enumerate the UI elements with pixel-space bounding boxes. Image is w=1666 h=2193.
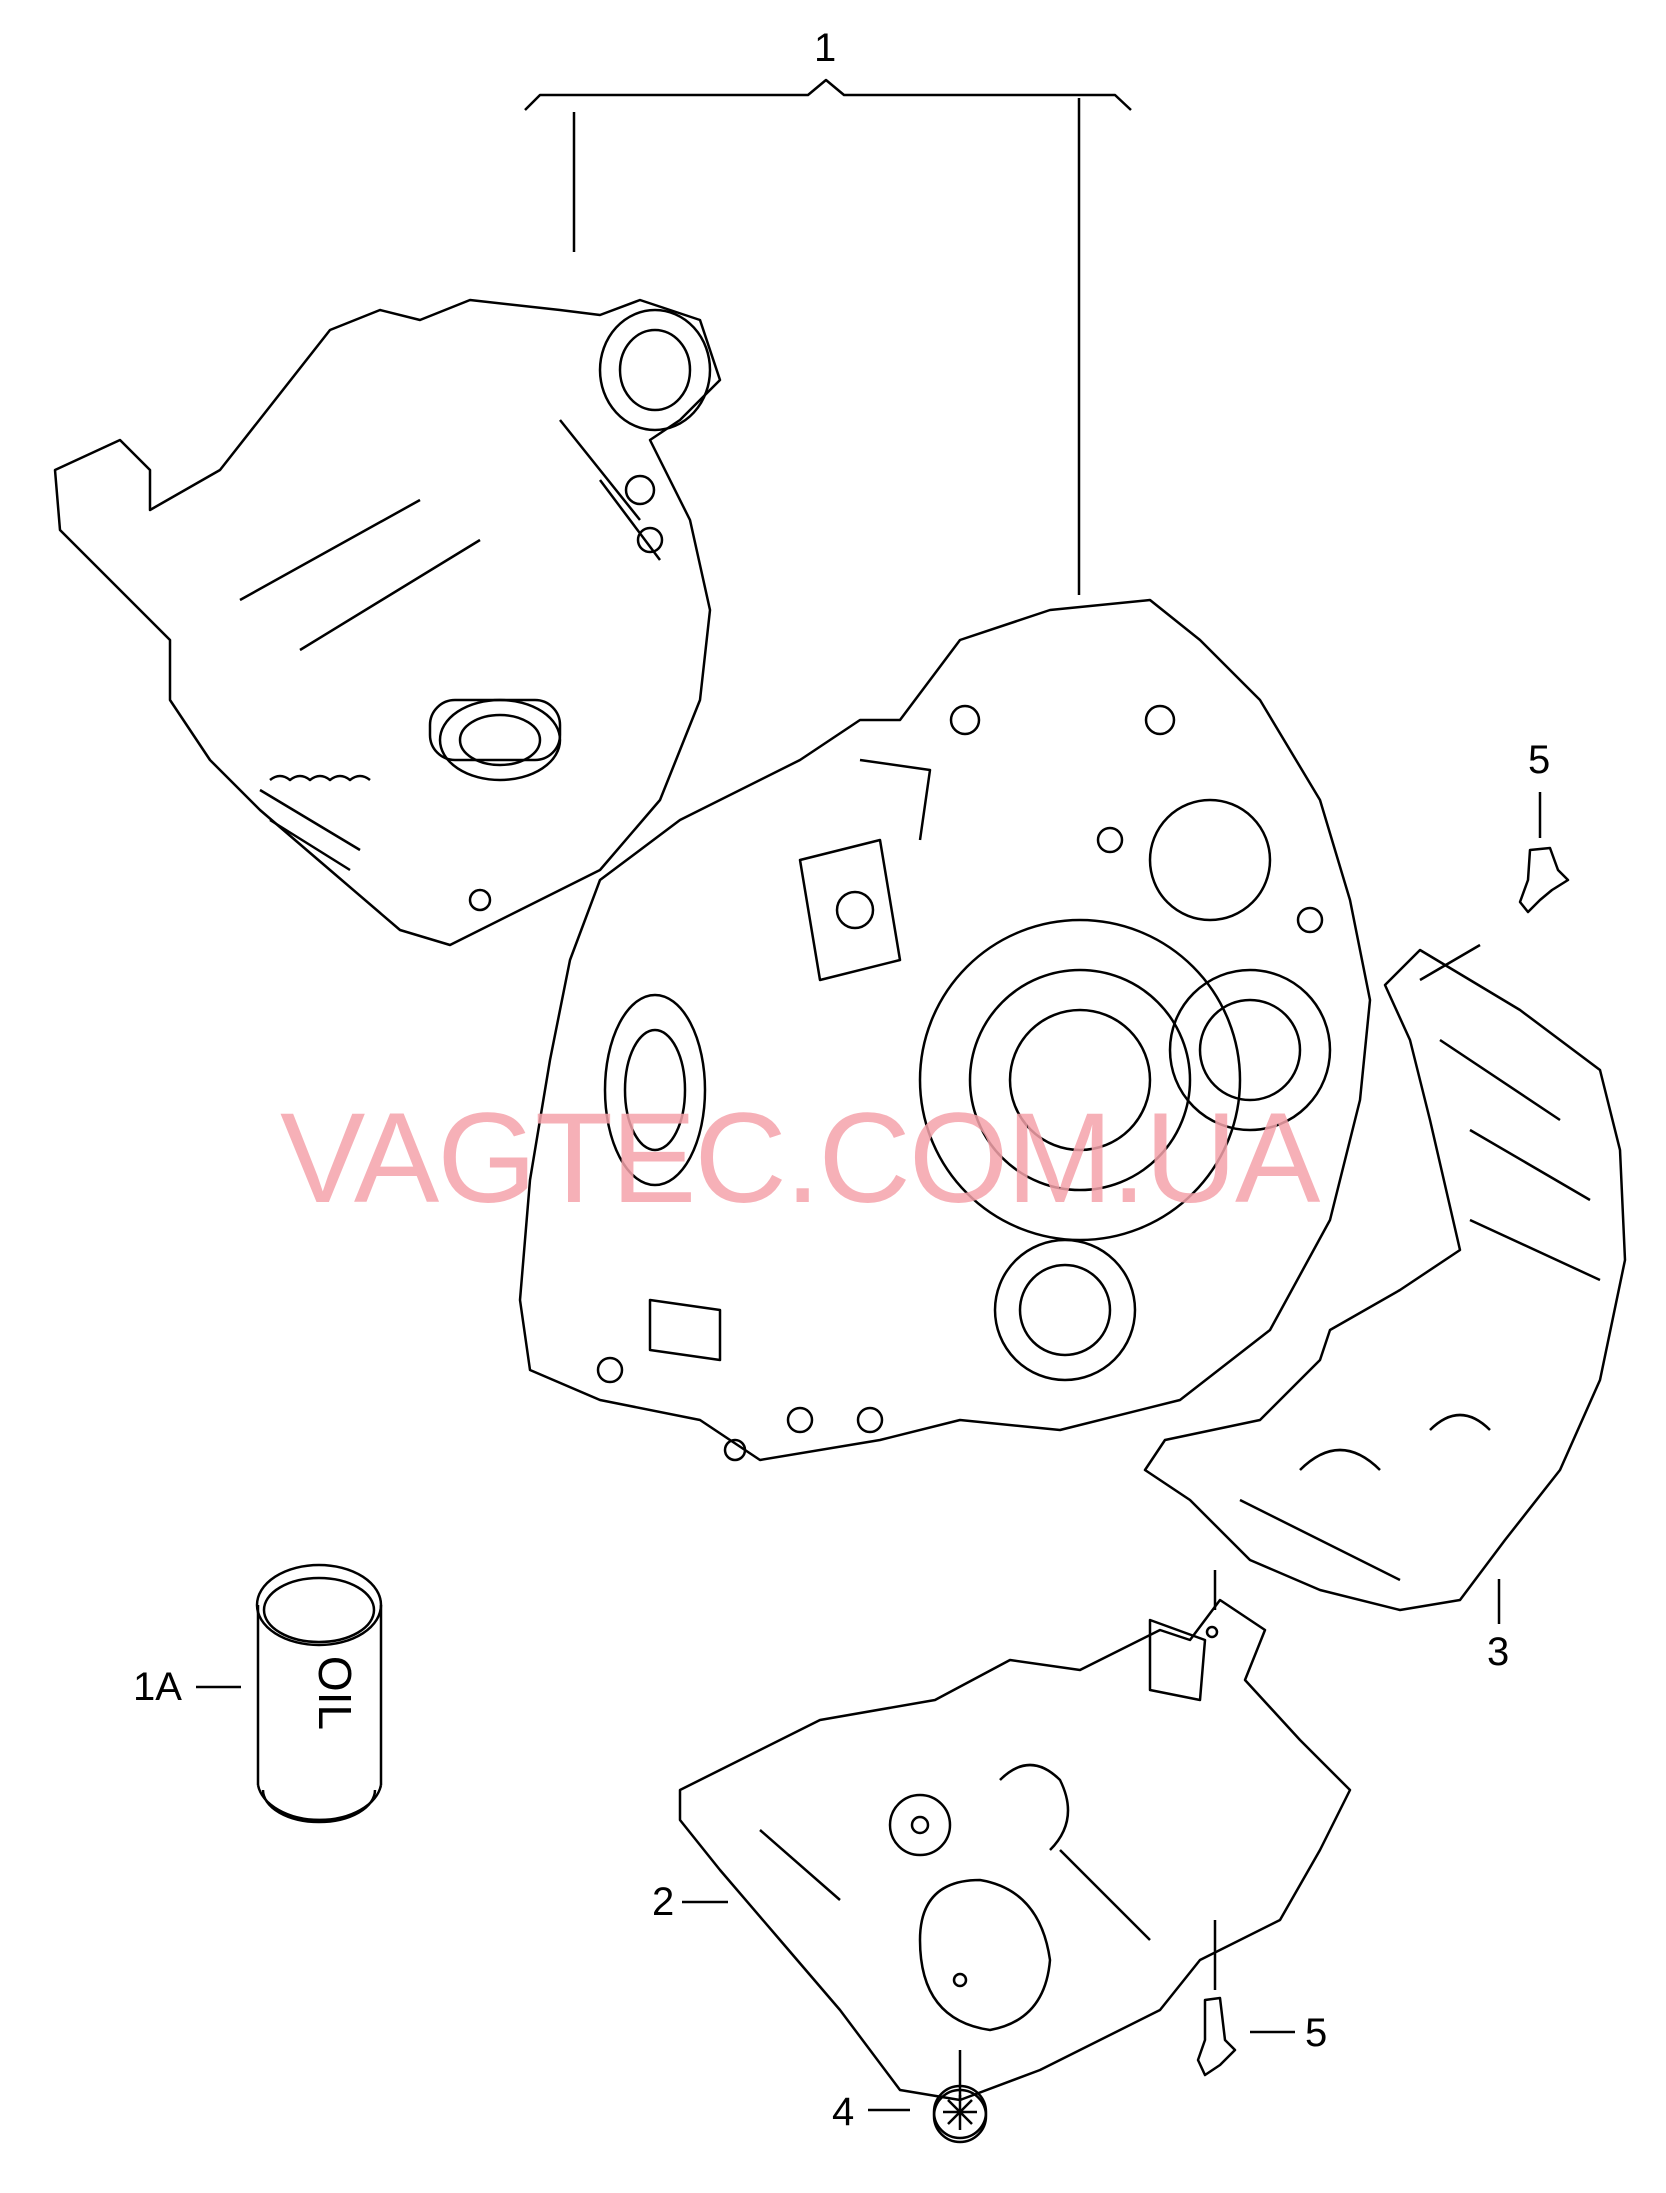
nut-drawing (932, 2050, 988, 2144)
callout-1[interactable]: 1 (814, 26, 837, 70)
oil-can-drawing (255, 1563, 383, 1824)
callout-2[interactable]: 2 (652, 1880, 675, 1924)
gearbox-drawing (518, 598, 1372, 1462)
heat-shield-drawing (1143, 948, 1627, 1612)
transfer-case-drawing (53, 298, 722, 947)
clip-bottom-drawing (1196, 1920, 1237, 2077)
callout-bracket-1 (524, 78, 1132, 595)
callout-3[interactable]: 3 (1487, 1630, 1510, 1674)
watermark: VAGTEC.COM.UA (280, 1087, 1320, 1230)
callout-4[interactable]: 4 (832, 2090, 855, 2134)
callout-5-top[interactable]: 5 (1528, 738, 1551, 782)
oil-can-label: OIL (309, 1655, 362, 1731)
clip-top-drawing (1518, 792, 1570, 914)
callout-5-bottom[interactable]: 5 (1305, 2011, 1328, 2055)
callout-1a[interactable]: 1A (133, 1665, 182, 1709)
underbody-shield-drawing (678, 1598, 1352, 2102)
leader-lines (196, 943, 1501, 2112)
